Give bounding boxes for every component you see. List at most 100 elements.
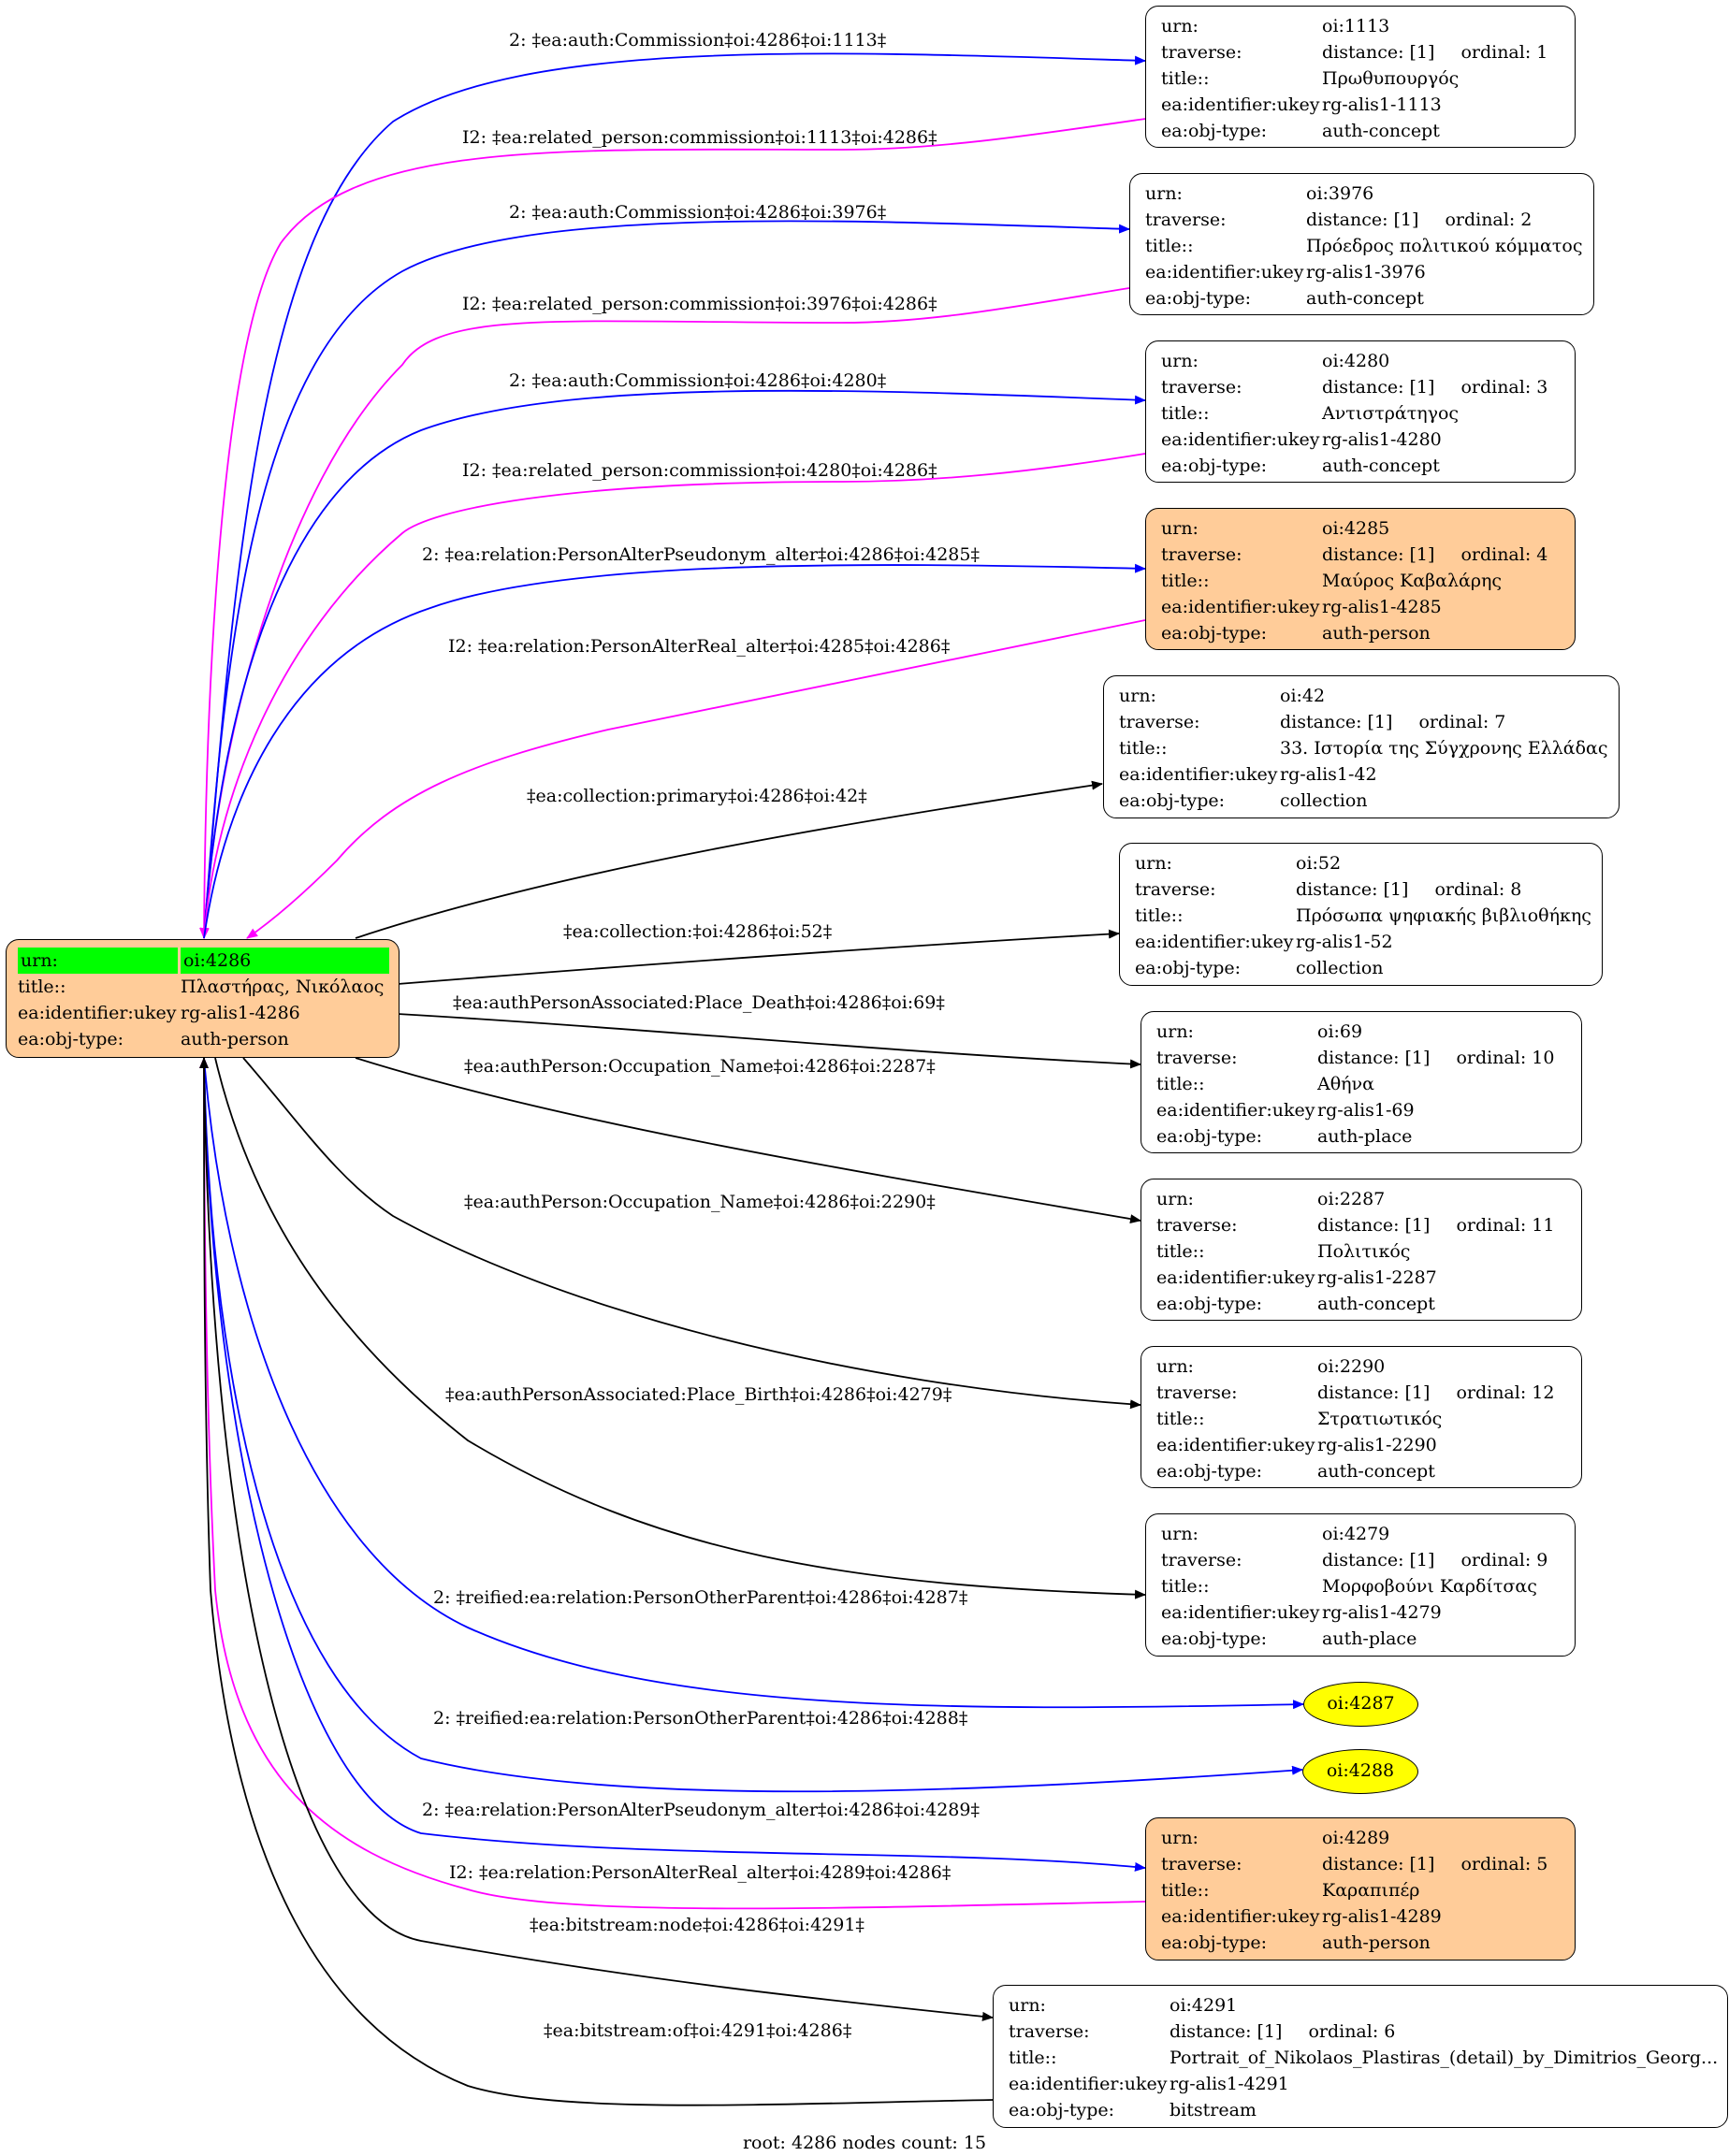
row-key: traverse: — [1156, 1048, 1238, 1068]
node-distance: distance: [1] — [1170, 2021, 1283, 2042]
row-key: ea:identifier:ukey — [1119, 764, 1278, 785]
row-key: ea:identifier:ukey — [1156, 1100, 1315, 1121]
node-oi-4289[interactable]: urn:oi:4289 traverse:distance: [1]ordina… — [1145, 1817, 1576, 1961]
node-urn: oi:4279 — [1322, 1524, 1390, 1544]
node-title: Πρόεδρος πολιτικού κόμματος — [1306, 236, 1583, 256]
stub-node-oi-4287[interactable]: oi:4287 — [1303, 1682, 1418, 1727]
node-distance: distance: [1] — [1317, 1215, 1431, 1236]
node-type: auth-place — [1322, 1628, 1417, 1649]
node-oi-69[interactable]: urn:oi:69 traverse:distance: [1]ordinal:… — [1141, 1011, 1582, 1153]
edge-label: I2: ‡ea:related_person:commission‡oi:397… — [462, 294, 937, 314]
node-distance: distance: [1] — [1322, 544, 1435, 565]
node-ukey: rg-alis1-2287 — [1317, 1267, 1437, 1288]
row-key: ea:identifier:ukey — [1145, 262, 1304, 282]
node-distance: distance: [1] — [1322, 42, 1435, 63]
edge-line — [355, 1057, 1141, 1224]
edge-label: I2: ‡ea:related_person:commission‡oi:111… — [462, 127, 937, 148]
root-node[interactable]: urn:oi:4286 title::Πλαστήρας, Νικόλαος e… — [6, 939, 400, 1058]
row-key: title:: — [1156, 1074, 1205, 1094]
node-ordinal: ordinal: 2 — [1445, 210, 1533, 230]
row-key: ea:identifier:ukey — [1161, 94, 1320, 115]
node-ordinal: ordinal: 11 — [1456, 1215, 1555, 1236]
row-key: title:: — [1135, 905, 1184, 926]
edge-label: ‡ea:authPerson:Occupation_Name‡oi:4286‡o… — [464, 1056, 936, 1077]
node-type: collection — [1296, 958, 1384, 978]
edge-label: ‡ea:authPersonAssociated:Place_Birth‡oi:… — [445, 1384, 952, 1405]
node-oi-4279[interactable]: urn: oi:4279 traverse: distance: [1] ordina… — [1145, 1513, 1576, 1657]
node-ordinal: ordinal: 9 — [1460, 1550, 1548, 1570]
edge-line — [203, 220, 1130, 939]
edge-line — [203, 1057, 994, 2021]
node-title: Μαύρος Καβαλάρης — [1322, 571, 1503, 591]
row-key: traverse: — [1161, 1550, 1242, 1570]
stub-label: oi:4288 — [1326, 1760, 1395, 1781]
node-title: Αθήνα — [1317, 1074, 1374, 1094]
row-key: ea:identifier:ukey — [1156, 1435, 1315, 1455]
node-oi-2290[interactable]: urn:oi:2290 traverse:distance: [1]ordina… — [1141, 1346, 1582, 1488]
row-key: title:: — [1161, 68, 1210, 89]
row-key: title:: — [1145, 236, 1194, 256]
row-key: title:: — [1156, 1409, 1205, 1429]
node-row: title::Πλαστήρας, Νικόλαος — [18, 974, 393, 1000]
node-title: 33. Ιστορία της Σύγχρονης Ελλάδας — [1280, 738, 1608, 759]
node-urn: oi:2287 — [1317, 1189, 1386, 1209]
node-oi-52[interactable]: urn:oi:52 traverse:distance: [1]ordinal:… — [1119, 843, 1603, 986]
row-key: title:: — [1161, 571, 1210, 591]
row-key: ea:obj-type: — [1161, 456, 1268, 476]
node-ukey: rg-alis1-69 — [1317, 1100, 1415, 1121]
node-distance: distance: [1] — [1322, 1854, 1435, 1874]
node-oi-2287[interactable]: urn:oi:2287 traverse:distance: [1]ordina… — [1141, 1179, 1582, 1321]
node-title: Πολιτικός — [1317, 1241, 1411, 1262]
row-key: title:: — [1161, 1576, 1210, 1597]
node-oi-42[interactable]: urn:oi:42 traverse:distance: [1]ordinal:… — [1103, 675, 1620, 818]
row-key: ea:obj-type: — [1156, 1294, 1263, 1314]
row-key: urn: — [1135, 853, 1172, 874]
row-key: traverse: — [1161, 1854, 1242, 1874]
row-key: ea:identifier:ukey — [1156, 1267, 1315, 1288]
node-oi-1113[interactable]: urn:oi:1113 traverse:distance: [1]ordina… — [1145, 6, 1576, 148]
node-type: auth-person — [1322, 623, 1431, 644]
edge-label: 2: ‡reified:ea:relation:PersonOtherParen… — [433, 1587, 968, 1608]
node-ukey: rg-alis1-52 — [1296, 932, 1393, 952]
node-urn: oi:52 — [1296, 853, 1342, 874]
edge-label: I2: ‡ea:relation:PersonAlterReal_alter‡o… — [448, 636, 951, 657]
row-key: ea:identifier:ukey — [1161, 597, 1320, 617]
node-oi-4280[interactable]: urn:oi:4280 traverse:distance: [1]ordina… — [1145, 340, 1576, 483]
node-distance: distance: [1] — [1322, 1550, 1435, 1570]
edge-label: 2: ‡reified:ea:relation:PersonOtherParen… — [433, 1708, 968, 1729]
node-type: auth-concept — [1322, 121, 1440, 141]
row-key: ea:identifier:ukey — [18, 1003, 177, 1023]
row-key: ea:identifier:ukey — [1161, 429, 1320, 450]
node-ukey: rg-alis1-4289 — [1322, 1906, 1442, 1927]
row-key: ea:obj-type: — [1161, 1932, 1268, 1953]
node-oi-4285[interactable]: urn:oi:4285 traverse:distance: [1]ordina… — [1145, 508, 1576, 650]
row-key: ea:obj-type: — [1161, 121, 1268, 141]
row-value: auth-person — [181, 1029, 289, 1049]
stub-node-oi-4288[interactable]: oi:4288 — [1302, 1749, 1418, 1794]
row-key: ea:identifier:ukey — [1161, 1602, 1320, 1623]
node-oi-4291[interactable]: urn:oi:4291 traverse:distance: [1]ordina… — [993, 1985, 1728, 2128]
edge-line — [214, 1057, 1146, 1599]
node-urn: oi:69 — [1317, 1021, 1363, 1042]
node-type: collection — [1280, 790, 1368, 811]
row-key: urn: — [1161, 1524, 1199, 1544]
edge-line — [246, 619, 1146, 939]
node-type: auth-place — [1317, 1126, 1413, 1147]
row-key: ea:obj-type: — [1135, 958, 1242, 978]
node-title: Portrait_of_Nikolaos_Plastiras_(detail)_… — [1170, 2047, 1719, 2068]
row-key: ea:obj-type: — [1119, 790, 1226, 811]
node-oi-3976[interactable]: urn:oi:3976 traverse:distance: [1]ordina… — [1129, 173, 1594, 315]
edge-line — [203, 1057, 1303, 1793]
row-key: urn: — [1156, 1189, 1194, 1209]
node-distance: distance: [1] — [1317, 1382, 1431, 1403]
edge-label: ‡ea:bitstream:node‡oi:4286‡oi:4291‡ — [530, 1915, 864, 1935]
edge-line — [397, 929, 1120, 985]
node-distance: distance: [1] — [1280, 712, 1393, 732]
row-key: traverse: — [1009, 2021, 1090, 2042]
row-key: title:: — [18, 977, 66, 997]
node-type: auth-concept — [1306, 288, 1424, 309]
row-key: ea:obj-type: — [1161, 1628, 1268, 1649]
row-key: title:: — [1161, 1880, 1210, 1901]
node-urn: oi:4280 — [1322, 351, 1390, 371]
